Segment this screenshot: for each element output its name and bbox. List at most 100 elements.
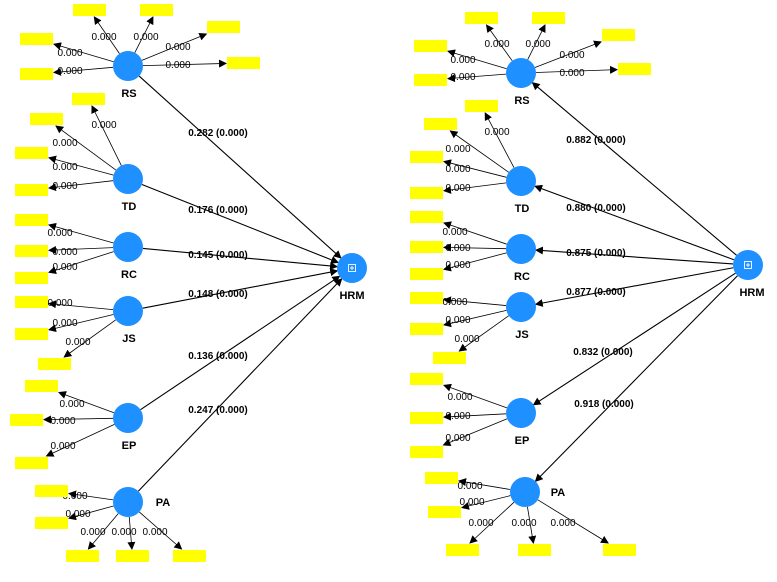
indicator-box[interactable] [428,506,461,518]
indicator-arrow [458,478,511,490]
construct-node-rs[interactable] [113,51,143,81]
indicator-box[interactable] [433,352,466,364]
indicator-box[interactable] [140,4,173,16]
indicator-box[interactable] [66,550,99,562]
path-arrow-hrm-js [534,267,734,307]
construct-node-js[interactable] [113,296,143,326]
indicator-box[interactable] [465,12,498,24]
indicator-box[interactable] [618,63,651,75]
indicator-arrow [449,130,509,173]
indicator-arrow [142,59,227,68]
indicator-box[interactable] [465,100,498,112]
indicator-box[interactable] [30,113,63,125]
indicator-box[interactable] [603,544,636,556]
indicator-box[interactable] [72,93,105,105]
indicator-box[interactable] [15,457,48,469]
outer-weight-label: 0.000 [559,68,584,79]
indicator-box[interactable] [35,485,68,497]
outer-weight-label: 0.000 [65,509,90,520]
indicator-box[interactable] [425,472,458,484]
construct-node-td[interactable] [113,164,143,194]
indicator-box[interactable] [518,544,551,556]
outer-weight-label: 0.000 [165,60,190,71]
indicator-box[interactable] [410,211,443,223]
indicator-box[interactable] [10,414,43,426]
indicator-box[interactable] [410,323,443,335]
indicator-box[interactable] [410,268,443,280]
indicator-box[interactable] [532,12,565,24]
indicator-box[interactable] [424,118,457,130]
indicator-box[interactable] [20,68,53,80]
indicator-box[interactable] [25,380,58,392]
outer-weight-label: 0.000 [445,260,470,271]
indicator-arrow [535,65,618,74]
indicator-box[interactable] [410,241,443,253]
indicator-box[interactable] [602,29,635,41]
outer-weight-label: 0.000 [442,297,467,308]
construct-node-rs[interactable] [506,58,536,88]
indicator-box[interactable] [207,21,240,33]
indicator-box[interactable] [35,517,68,529]
indicator-arrow [91,105,122,166]
indicator-box[interactable] [410,151,443,163]
indicator-arrow [447,73,507,83]
outer-weight-label: 0.000 [57,66,82,77]
indicator-box[interactable] [414,74,447,86]
construct-node-rc[interactable] [113,232,143,262]
outer-weight-label: 0.000 [80,527,105,538]
construct-node-rc[interactable] [506,234,536,264]
construct-node-pa[interactable] [113,487,143,517]
indicator-box[interactable] [38,358,71,370]
indicator-box[interactable] [20,33,53,45]
indicator-box[interactable] [410,292,443,304]
indicator-box[interactable] [173,550,206,562]
indicator-arrow [458,315,510,352]
construct-label: TD [515,203,530,215]
construct-node-ep[interactable] [506,398,536,428]
outer-weight-label: 0.000 [450,72,475,83]
construct-label: PA [551,487,566,499]
construct-node-js[interactable] [506,292,536,322]
indicator-box[interactable] [15,245,48,257]
indicator-arrow [537,499,609,544]
indicator-arrow [527,24,546,60]
indicator-arrow [442,418,508,447]
outer-weight-label: 0.000 [445,183,470,194]
indicator-arrow [443,252,507,272]
indicator-box[interactable] [410,446,443,458]
indicator-box[interactable] [410,373,443,385]
outer-weight-label: 0.000 [550,518,575,529]
construct-node-pa[interactable] [510,477,540,507]
indicator-arrow [48,314,114,333]
indicator-arrow [58,391,115,414]
indicator-box[interactable] [15,147,48,159]
indicator-arrow [48,300,114,311]
indicator-box[interactable] [15,272,48,284]
construct-label: JS [122,333,135,345]
construct-label: JS [515,329,528,341]
indicator-box[interactable] [116,550,149,562]
indicator-box[interactable] [73,4,106,16]
indicator-arrow [443,412,507,421]
outer-weight-label: 0.000 [445,164,470,175]
indicator-arrow [93,16,120,54]
construct-label: TD [122,201,137,213]
indicator-arrow [68,490,114,501]
indicator-box[interactable] [414,40,447,52]
indicator-box[interactable] [15,184,48,196]
outer-weight-label: 0.000 [57,48,82,59]
indicator-arrow [527,506,537,544]
outer-weight-label: 0.000 [133,32,158,43]
outer-weight-label: 0.000 [91,120,116,131]
construct-node-ep[interactable] [113,403,143,433]
indicator-box[interactable] [15,214,48,226]
indicator-box[interactable] [410,412,443,424]
construct-node-td[interactable] [506,166,536,196]
indicator-box[interactable] [227,57,260,69]
indicator-box[interactable] [446,544,479,556]
indicator-arrow [447,49,507,70]
indicator-box[interactable] [15,296,48,308]
indicator-box[interactable] [15,328,48,340]
indicator-box[interactable] [410,187,443,199]
